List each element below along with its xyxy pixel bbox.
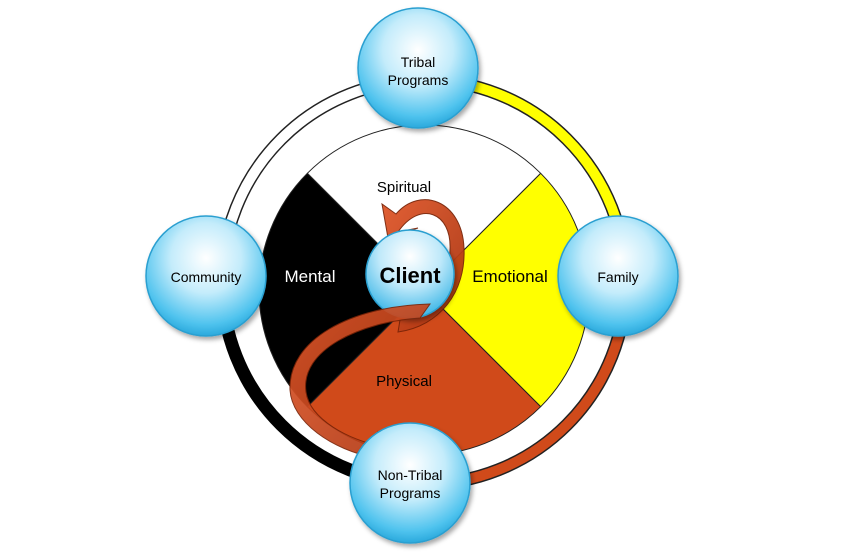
node-tribal-programs-line1: Tribal (401, 54, 436, 70)
node-family-label: Family (597, 269, 638, 285)
node-tribal-programs[interactable] (357, 7, 479, 129)
label-physical: Physical (376, 373, 432, 390)
node-community-label: Community (171, 269, 242, 285)
node-family[interactable] (557, 215, 679, 337)
label-mental: Mental (284, 267, 335, 286)
node-community[interactable] (145, 215, 267, 337)
node-non-tribal-programs-line1: Non-Tribal (378, 467, 443, 483)
label-emotional: Emotional (472, 267, 548, 286)
node-non-tribal-programs-line2: Programs (380, 485, 441, 501)
medicine-wheel (259, 125, 589, 455)
node-non-tribal-programs[interactable] (349, 422, 471, 544)
label-spiritual: Spiritual (377, 179, 431, 196)
client-label: Client (379, 263, 441, 288)
node-tribal-programs-line2: Programs (388, 72, 449, 88)
